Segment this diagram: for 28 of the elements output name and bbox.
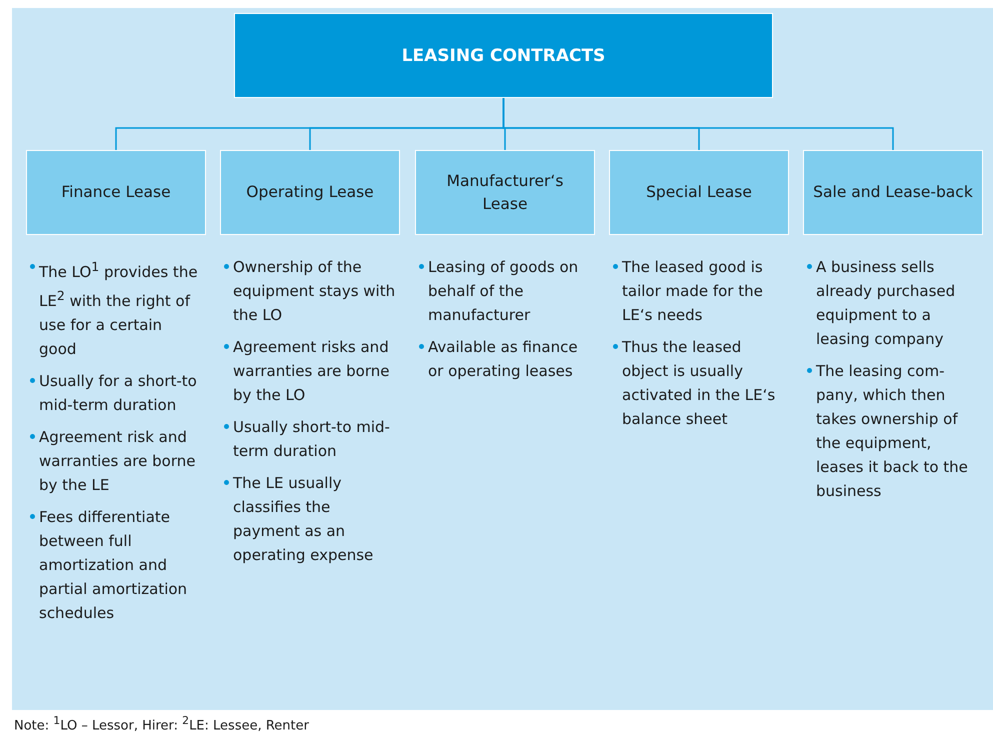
bullet-text: The leased good is tailor made for the LE‘s needs [622, 257, 764, 326]
bullet-text: Agreement risks and warranties are borne by the LO [233, 337, 390, 406]
bullet-text: The LE usually classifies the payment as an operating expense [233, 473, 374, 566]
bullet-text: Ownership of the equipment stays with the LO [233, 257, 396, 326]
bullet-text: Usually short-to mid-term duration [233, 417, 391, 462]
title-text: LEASING CONTRACTS [402, 46, 606, 66]
bullet-text: A business sells already purchased equipment to a leasing company [816, 257, 956, 350]
bullet-text: The LO$^{1}$ provides the LE$^{2}$ with the right of use for a certain good [39, 258, 199, 360]
category-box [803, 150, 983, 235]
connector-line [502, 98, 894, 150]
category-label: Manufacturer‘s Lease [446, 170, 564, 214]
bullet-text: Thus the leased object is usually activated in the LE‘s balance sheet [622, 337, 776, 430]
category-label: Operating Lease [246, 182, 374, 203]
category-label: Special Lease [646, 182, 752, 203]
category-box [609, 150, 789, 235]
category-label: Sale and Lease-back [813, 182, 973, 203]
bullet-text: The leasing com-pany, which then takes ownership of the equipment, leases it back to the business [816, 361, 969, 502]
category-box [415, 150, 595, 235]
category-box [220, 150, 400, 235]
bullet-text: Available as finance or operating leases [428, 337, 579, 382]
category-box [26, 150, 206, 235]
bullet-text: Usually for a short-to mid-term duration [39, 371, 198, 416]
bullet-text: Leasing of goods on behalf of the manufacturer [428, 257, 580, 326]
bullet-text: Agreement risk and warranties are borne by the LE [39, 427, 196, 496]
bullet-text: Fees differentiate between full amortization and partial amortization schedules [39, 507, 188, 624]
title-box [234, 13, 773, 98]
footnote: Note: $^{1}$LO – Lessor, Hirer: $^{2}$LE: Lessee, Renter [14, 714, 309, 734]
category-label: Finance Lease [61, 182, 171, 203]
